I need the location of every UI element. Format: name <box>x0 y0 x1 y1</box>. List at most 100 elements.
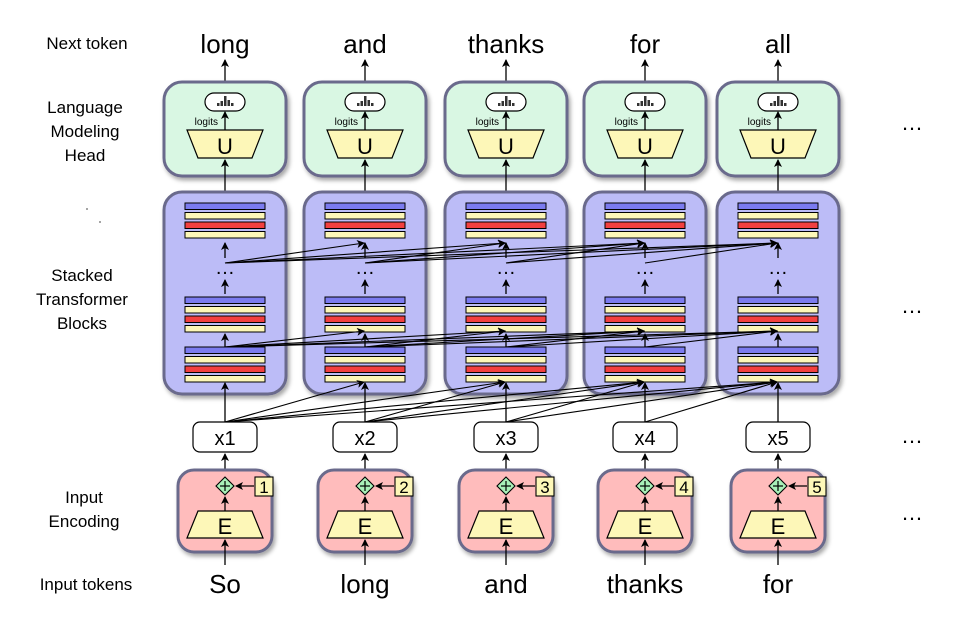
label-input-encoding-line1: Input <box>65 488 103 507</box>
attention-arrow <box>505 379 778 423</box>
transformer-layer <box>737 325 819 333</box>
transformer-layer <box>184 356 266 364</box>
attention-arrow <box>364 327 645 348</box>
attention-arrows <box>224 239 778 423</box>
transformer-layer <box>465 315 547 323</box>
attention-arrow <box>224 379 506 423</box>
transformer-layer <box>324 325 406 333</box>
attention-arrow <box>364 239 778 264</box>
input-token: thanks <box>607 569 684 599</box>
label-stacked-line3: Blocks <box>57 314 107 333</box>
transformer-layer <box>465 375 547 383</box>
attention-arrow <box>224 380 365 423</box>
input-token: So <box>209 569 241 599</box>
unembedding-label: U <box>637 134 653 159</box>
transformer-block <box>737 296 819 333</box>
histogram-bar-icon <box>644 96 647 106</box>
transformer-layer <box>604 296 686 304</box>
attention-arrow <box>644 380 778 423</box>
position-label: 4 <box>679 478 688 497</box>
position-box <box>254 476 274 497</box>
transformer-layer <box>604 375 686 383</box>
embedding-trapezoid <box>739 510 817 539</box>
transformer-layer <box>465 365 547 373</box>
attention-arrow <box>505 380 645 423</box>
transformer-layer <box>604 325 686 333</box>
position-box <box>807 476 827 497</box>
transformer-block <box>465 202 547 239</box>
histogram-bar-icon <box>512 103 515 106</box>
transformer-layer <box>737 306 819 314</box>
histogram-bar-icon <box>501 101 504 106</box>
transformer-layer <box>465 296 547 304</box>
stack-ellipsis: … <box>355 257 375 279</box>
transformer-layer <box>184 375 266 383</box>
embedding-matrix-label: E <box>358 514 373 539</box>
transformer-layer <box>324 356 406 364</box>
transformer-layer <box>737 346 819 354</box>
input-token: and <box>484 569 527 599</box>
attention-arrow <box>364 378 778 423</box>
transformer-layer <box>737 356 819 364</box>
transformer-block <box>324 296 406 333</box>
transformer-layer <box>465 306 547 314</box>
embedding-trapezoid <box>606 510 684 539</box>
histogram-bar-icon <box>777 96 780 106</box>
histogram-bar-icon <box>770 103 773 106</box>
transformer-layer <box>604 315 686 323</box>
embedding-trapezoid <box>326 510 404 539</box>
transformer-layer <box>604 306 686 314</box>
transformer-layer <box>324 221 406 229</box>
transformer-layer <box>737 221 819 229</box>
transformer-layer <box>604 365 686 373</box>
histogram-bar-icon <box>508 100 511 106</box>
transformer-layer <box>184 346 266 354</box>
histogram-bar-icon <box>371 103 374 106</box>
next-token: for <box>630 29 661 59</box>
embedding-label: x5 <box>767 428 788 450</box>
right-ellipses: … … … … <box>901 110 923 525</box>
transformer-layer <box>604 202 686 210</box>
attention-arrow <box>364 240 506 264</box>
embedding-label: x2 <box>354 428 375 450</box>
histogram-bar-icon <box>217 103 220 106</box>
position-box <box>535 476 555 497</box>
embedding-box <box>745 421 811 453</box>
transformer-block <box>604 202 686 239</box>
histogram-bar-icon <box>364 96 367 106</box>
transformer-layer <box>184 365 266 373</box>
attention-arrow <box>505 327 645 348</box>
transformer-layer <box>604 221 686 229</box>
unembedding-label: U <box>357 134 373 159</box>
transformer-layer <box>324 365 406 373</box>
transformer-layer <box>604 231 686 239</box>
unembedding-trapezoid <box>739 129 817 159</box>
position-label: 2 <box>399 478 408 497</box>
transformer-layer <box>184 231 266 239</box>
transformer-layer <box>324 202 406 210</box>
transformer-layer <box>465 346 547 354</box>
attention-arrow <box>644 240 778 264</box>
embedding-matrix-label: E <box>638 514 653 539</box>
histogram-bar-icon <box>231 103 234 106</box>
transformer-layer <box>737 365 819 373</box>
transformer-layer <box>465 212 547 220</box>
transformer-block <box>184 296 266 333</box>
transformer-layer <box>324 296 406 304</box>
stack-ellipsis: … <box>215 257 235 279</box>
input-token: long <box>340 569 389 599</box>
histogram-bar-icon <box>357 103 360 106</box>
embedding-label: x4 <box>634 428 655 450</box>
histogram-bar-icon <box>224 96 227 106</box>
transformer-block <box>604 296 686 333</box>
attention-arrow <box>505 327 778 348</box>
transformer-layer <box>184 202 266 210</box>
stack-ellipsis: … <box>768 257 788 279</box>
histogram-bar-icon <box>227 100 230 106</box>
transformer-layer <box>465 325 547 333</box>
histogram-bar-icon <box>220 101 223 106</box>
unembedding-label: U <box>770 134 786 159</box>
histogram-bar-icon <box>367 100 370 106</box>
